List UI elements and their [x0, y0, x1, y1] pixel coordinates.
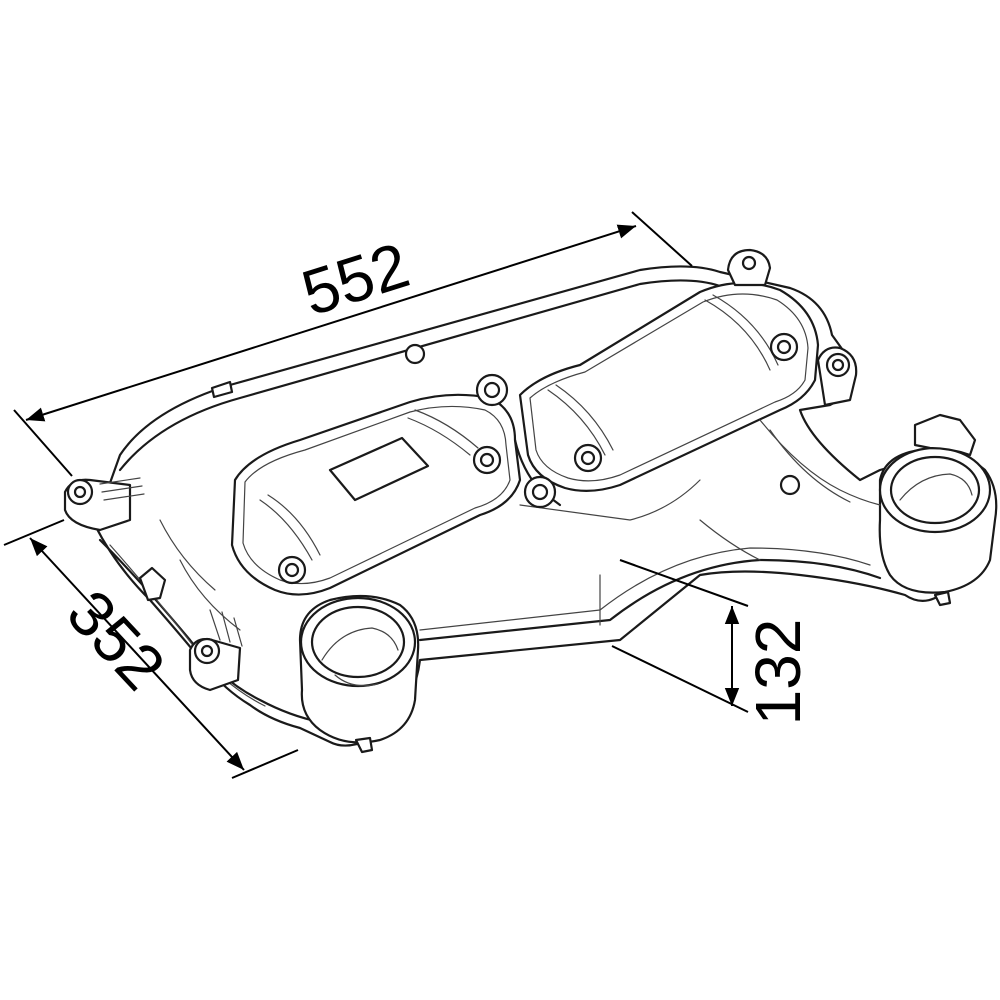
dimension-length-label: 552: [294, 229, 418, 330]
part-outline: [63, 248, 998, 754]
mounting-tab-right: [816, 346, 858, 407]
screw-1: [277, 555, 307, 585]
boss-1: [475, 373, 509, 407]
screw-3: [573, 443, 603, 473]
boss-3: [404, 343, 426, 365]
screw-2: [472, 445, 502, 475]
boss-2: [523, 475, 557, 509]
mounting-tab-top: [726, 248, 772, 287]
outlet-pipe-left: [298, 594, 420, 754]
dimension-height-label: 132: [742, 619, 814, 726]
screw-4: [769, 332, 799, 362]
label-plate: [328, 436, 430, 502]
boss-4: [779, 474, 801, 496]
mounting-tab-left: [63, 477, 145, 532]
outlet-pipe-right: [878, 413, 998, 607]
dimension-height: 132: [611, 559, 814, 726]
